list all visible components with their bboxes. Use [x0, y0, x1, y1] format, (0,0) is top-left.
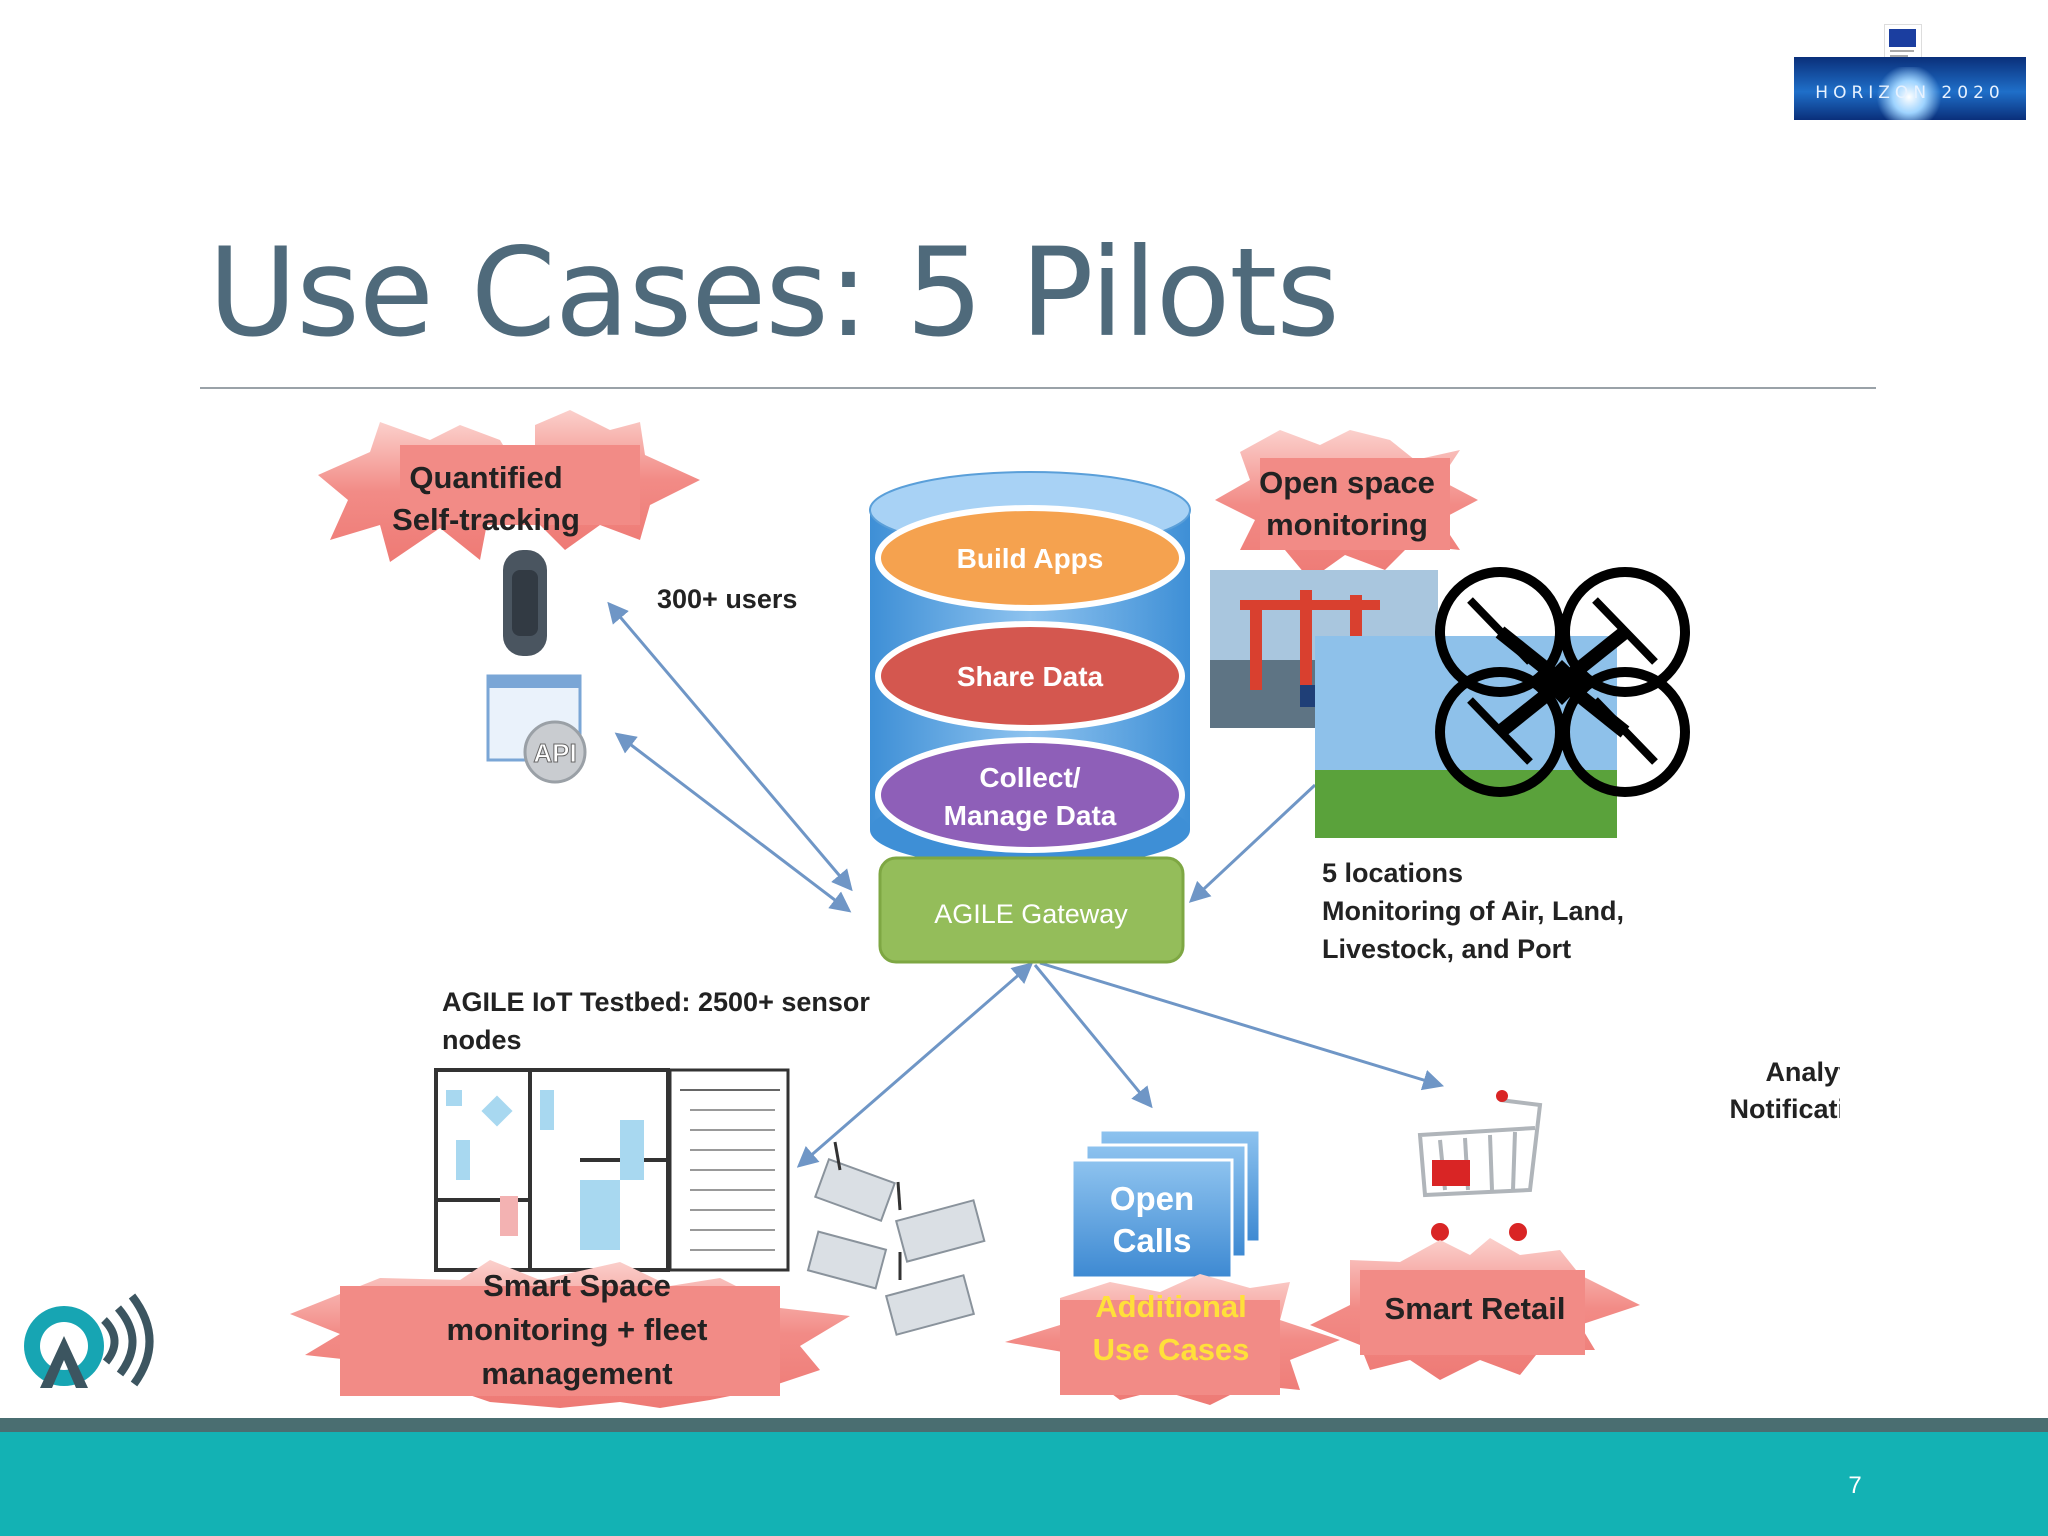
open-calls-line1: Open [1110, 1180, 1194, 1217]
build-apps-label: Build Apps [957, 543, 1104, 574]
smart-retail-badge: Smart Retail [1310, 1238, 1640, 1380]
api-icon: API [486, 674, 587, 784]
locations-line3: Livestock, and Port [1322, 934, 1571, 964]
testbed-line2: nodes [442, 1025, 522, 1055]
agile-gateway-box: AGILE Gateway [878, 856, 1185, 964]
footer-accent-bar [0, 1418, 2048, 1432]
smart-space-badge: Smart Space monitoring + fleet managemen… [290, 1260, 850, 1408]
api-label: API [533, 738, 576, 768]
drone-icon [1435, 567, 1690, 797]
additional-line2: Use Cases [1093, 1332, 1250, 1367]
shopping-cart-icon [1417, 1090, 1543, 1241]
slide-title: Use Cases: 5 Pilots [208, 222, 1340, 364]
open-space-line1: Open space [1259, 465, 1435, 500]
horizon-logo-text: HORIZON 2020 [1815, 83, 2005, 103]
additional-use-cases-badge: Additional Use Cases [1005, 1274, 1340, 1405]
open-space-badge: Open space monitoring [1215, 430, 1478, 580]
use-cases-diagram: Build Apps Share Data Collect/ Manage Da… [200, 400, 1893, 1410]
smart-space-line3: management [481, 1356, 672, 1391]
eu-flag-logo [1884, 24, 1922, 62]
smart-space-line2: monitoring + fleet [447, 1312, 708, 1347]
analytics-line1: Analytics, [1765, 1057, 1840, 1087]
gateway-label: AGILE Gateway [934, 899, 1128, 929]
share-data-label: Share Data [957, 661, 1104, 692]
open-calls-cards: Open Calls [1070, 1128, 1262, 1280]
title-divider [200, 387, 1876, 389]
build-apps-layer: Build Apps [875, 505, 1185, 611]
open-calls-line2: Calls [1113, 1222, 1192, 1259]
smart-retail-label: Smart Retail [1385, 1291, 1566, 1326]
self-tracking-line1: Quantified [409, 460, 562, 495]
page-number: 7 [1848, 1472, 1862, 1499]
share-data-layer: Share Data [875, 621, 1185, 731]
locations-line2: Monitoring of Air, Land, [1322, 896, 1624, 926]
users-note: 300+ users [657, 584, 797, 614]
additional-line1: Additional [1095, 1289, 1247, 1324]
footer-bar [0, 1432, 2048, 1536]
fitness-band-icon [503, 550, 547, 656]
open-space-line2: monitoring [1266, 507, 1428, 542]
self-tracking-line2: Self-tracking [392, 502, 580, 537]
sensor-nodes-icon [806, 1141, 986, 1336]
agile-logo [14, 1280, 164, 1392]
analytics-line2: Notifications [1729, 1094, 1840, 1124]
self-tracking-badge: Quantified Self-tracking [318, 410, 700, 562]
smart-space-line1: Smart Space [483, 1268, 671, 1303]
connection-arrows [607, 601, 1445, 1168]
collect-data-label: Collect/ [979, 762, 1080, 793]
manage-data-label: Manage Data [944, 800, 1117, 831]
collect-data-layer: Collect/ Manage Data [875, 737, 1185, 853]
testbed-line1: AGILE IoT Testbed: 2500+ sensor [442, 987, 870, 1017]
floorplan-image [434, 1068, 790, 1272]
locations-line1: 5 locations [1322, 858, 1463, 888]
horizon-2020-logo: HORIZON 2020 [1794, 57, 2026, 120]
